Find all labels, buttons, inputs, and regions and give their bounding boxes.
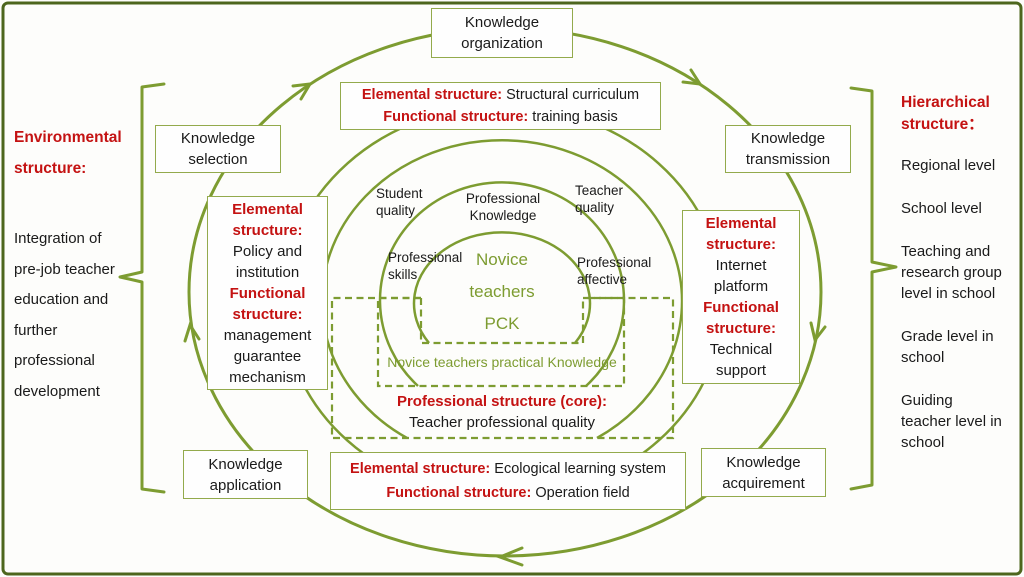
right-box-line: Internet — [715, 257, 767, 274]
top-structure-box: Elemental structure: Structural curricul… — [340, 82, 661, 130]
knowledge-selection-label: Knowledge selection — [180, 130, 256, 168]
pck-line1: Novice — [476, 250, 528, 269]
left-box-line: structure: — [232, 221, 303, 239]
top-structure-line1: Elemental structure: Structural curricul… — [362, 84, 639, 106]
functional-structure-value: Operation field — [531, 485, 630, 501]
knowledge-selection-box: Knowledge selection — [155, 125, 281, 173]
left-box-line: Functional — [229, 284, 306, 302]
elemental-structure-label: Elemental structure: — [350, 461, 491, 477]
bottom-structure-line2: Functional structure: Operation field — [386, 481, 629, 505]
left-box-line: Policy and — [232, 242, 303, 260]
teacher-quality-label: Teacher quality — [575, 183, 624, 215]
right-box-line: Elemental — [705, 215, 777, 232]
core-structure-value: Teacher professional quality — [409, 414, 595, 431]
core-structure-label: Professional structure (core): — [396, 393, 608, 410]
right-box-line: support — [715, 362, 767, 379]
novice-teachers-pck-label: Novice teachers PCK — [442, 244, 562, 340]
right-box-line: structure: — [705, 236, 776, 253]
cycle-arrow-top-right — [681, 68, 703, 86]
professional-knowledge-label: Professional Knowledge — [465, 191, 541, 223]
hierarchical-level-item: Teaching and research group level in sch… — [901, 243, 1002, 302]
professional-structure-core: Professional structure (core): Teacher p… — [370, 391, 634, 433]
hierarchical-levels-list: Regional level School level Teaching and… — [901, 155, 1003, 475]
environmental-structure-body: Integration of pre-job teacher education… — [14, 230, 115, 400]
dashed-box-professional-structure — [330, 296, 675, 440]
right-box-line: platform — [713, 278, 769, 295]
professional-skills-label: Professional skills — [388, 250, 463, 282]
hierarchical-level-item: Guiding teacher level in school — [901, 392, 1002, 451]
right-structure-box: Elemental structure: Internet platform F… — [682, 210, 800, 384]
functional-structure-value: training basis — [528, 109, 618, 125]
knowledge-application-label: Knowledge application — [208, 455, 283, 494]
elemental-structure-label: Elemental structure: — [361, 87, 503, 103]
knowledge-acquirement-label: Knowledge acquirement — [722, 453, 805, 492]
hierarchical-level-item: Regional level — [901, 157, 996, 174]
student-quality-label: Student quality — [376, 186, 423, 218]
knowledge-application-box: Knowledge application — [183, 450, 308, 499]
left-box-line: management — [223, 326, 312, 344]
top-structure-line2: Functional structure: training basis — [383, 106, 617, 128]
hierarchical-structure-title: Hierarchical structure： — [901, 92, 990, 136]
left-structure-box: Elemental structure: Policy and institut… — [207, 196, 328, 390]
bottom-structure-box: Elemental structure: Ecological learning… — [330, 452, 686, 510]
left-box-line: mechanism — [229, 368, 306, 386]
hierarchical-title-line1: Hierarchical — [901, 94, 990, 111]
knowledge-acquirement-box: Knowledge acquirement — [701, 448, 826, 497]
professional-affective-label: Professional affective — [577, 255, 652, 287]
left-box-line: Elemental — [232, 200, 303, 218]
pck-line2: teachers — [469, 282, 535, 301]
practical-knowledge-label: Novice teachers practical Knowledge — [387, 354, 617, 370]
cycle-arrow-bottom — [495, 546, 524, 567]
bottom-structure-line1: Elemental structure: Ecological learning… — [350, 457, 666, 481]
cycle-arrow-left — [183, 321, 201, 343]
left-box-line: structure: — [232, 305, 303, 323]
environmental-title-line1: Environmental — [14, 129, 122, 146]
right-bracket — [849, 86, 898, 491]
knowledge-organization-label: Knowledge organization — [461, 14, 543, 52]
cycle-arrow-right — [809, 321, 827, 344]
right-box-line: Functional — [703, 299, 779, 316]
functional-structure-label: Functional structure: — [383, 109, 529, 125]
left-bracket — [118, 82, 166, 494]
cycle-arrow-top-left — [291, 82, 313, 101]
knowledge-organization-box: Knowledge organization — [431, 8, 573, 58]
knowledge-transmission-label: Knowledge transmission — [745, 130, 831, 168]
hierarchical-level-item: School level — [901, 200, 982, 217]
pck-line3: PCK — [484, 314, 520, 333]
elemental-structure-value: Structural curriculum — [502, 87, 640, 103]
dashed-box-practical-knowledge — [376, 296, 626, 388]
knowledge-transmission-box: Knowledge transmission — [725, 125, 851, 173]
hierarchical-title-line2: structure： — [901, 116, 984, 133]
environmental-title-line2: structure: — [14, 160, 87, 177]
right-box-line: structure: — [705, 320, 776, 337]
left-box-line: guarantee — [233, 347, 302, 365]
left-box-line: institution — [235, 263, 300, 281]
right-box-line: Technical — [709, 341, 773, 358]
elemental-structure-value: Ecological learning system — [490, 461, 666, 477]
hierarchical-level-item: Grade level in school — [901, 328, 994, 366]
functional-structure-label: Functional structure: — [386, 485, 532, 501]
environmental-structure-title: Environmental structure: — [14, 122, 122, 184]
